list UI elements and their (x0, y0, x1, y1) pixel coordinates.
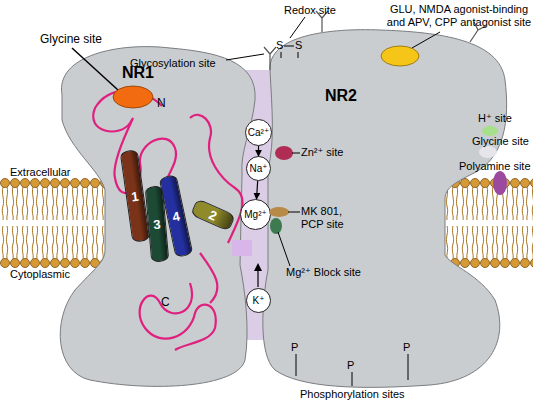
pcp-site (270, 218, 282, 234)
ion-circle: Na⁺ (246, 156, 271, 181)
glycine-site (113, 86, 153, 108)
ion-circle: K⁺ (246, 288, 271, 313)
ion-flow-arrow (258, 146, 259, 156)
mk801-site (269, 207, 289, 217)
caption-label: Phosphorylation sites (300, 388, 405, 401)
glu-binding-site (381, 46, 419, 66)
atom-label: S (295, 39, 302, 52)
ion-name: Na⁺ (249, 163, 267, 174)
helix-number: 1 (130, 188, 139, 204)
subunit-name: NR2 (325, 87, 357, 105)
subunit-outline (255, 25, 515, 395)
site-label: Glycine site (472, 135, 529, 148)
site-label: Mg²⁺ Block site (286, 266, 361, 279)
phospho-label: P (347, 359, 354, 372)
ion-flow-arrow (257, 181, 258, 199)
proton-site (482, 126, 498, 136)
terminus-label: N (157, 97, 166, 110)
nr2-subunit: NR2 (255, 25, 515, 395)
leader-line (226, 54, 264, 60)
ion-circle: Mg²⁺ (240, 199, 271, 230)
atom-label: S (276, 39, 283, 52)
region-label: Extracellular (10, 166, 71, 179)
helix-number: 2 (207, 207, 220, 224)
phospho-label: P (403, 341, 410, 354)
leader-line (278, 232, 290, 266)
glycine-site (479, 146, 497, 158)
ion-name: Mg²⁺ (244, 209, 267, 220)
region-label: Cytoplasmic (10, 268, 70, 281)
nr1-subunit: NR11234 (50, 38, 260, 398)
site-label: Polyamine site (459, 160, 531, 173)
phosphorylation-mark (296, 354, 408, 386)
site-label: Glycosylation site (130, 57, 216, 70)
ion-circle: Ca²⁺ (245, 119, 272, 146)
glycosylation-mark (264, 47, 276, 70)
leader-line (290, 17, 305, 38)
arrow-head (254, 263, 262, 271)
zinc-site (275, 146, 293, 160)
polypeptide-chain (93, 91, 242, 350)
site-label: Redox site (284, 4, 336, 17)
helix-number: 4 (171, 208, 181, 224)
mg-block-site (232, 240, 252, 256)
leader-line (72, 48, 118, 90)
subunit-body (263, 30, 507, 388)
leader-line (288, 212, 300, 213)
polyamine-site (493, 171, 507, 195)
terminus-label: C (161, 296, 170, 309)
site-label: H⁺ site (478, 112, 512, 125)
site-label: GLU, NMDA agonist-binding and APV, CPP a… (385, 3, 533, 29)
ion-name: K⁺ (253, 295, 265, 306)
helix-number: 3 (153, 216, 162, 232)
site-label: MK 801, PCP site (301, 205, 353, 231)
site-label: Zn²⁺ site (301, 146, 343, 159)
ion-name: Ca²⁺ (248, 127, 269, 138)
leader-line (412, 32, 440, 48)
phospho-label: P (291, 341, 298, 354)
site-label: Glycine site (40, 33, 102, 46)
subunit-body (60, 47, 255, 387)
leader-line (292, 153, 300, 154)
